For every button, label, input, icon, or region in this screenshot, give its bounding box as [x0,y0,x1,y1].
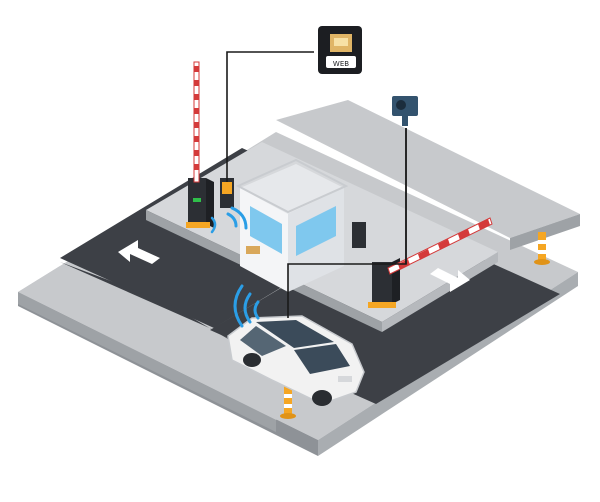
lane-arrow-icon [430,268,470,292]
wifi-signal-icon [210,216,217,234]
sidewalk-bottom [18,266,318,432]
card-reader-kiosk [220,178,234,208]
toll-booth-icon [235,158,349,292]
connector-lines [226,51,407,318]
lane-arrow-icon [118,240,160,264]
camera-post [352,222,366,248]
card-reader-icon: WEB [318,26,362,74]
car-icon [227,315,365,406]
bollard-icon [534,232,550,265]
cctv-camera-icon [392,96,418,126]
wifi-signal-icon [233,284,260,328]
boom-barrier-icon [186,61,214,228]
reader-label: WEB [333,60,349,68]
bollard-icon [280,386,296,419]
boom-barrier-icon [368,217,493,308]
wifi-signal-icon [226,206,248,230]
